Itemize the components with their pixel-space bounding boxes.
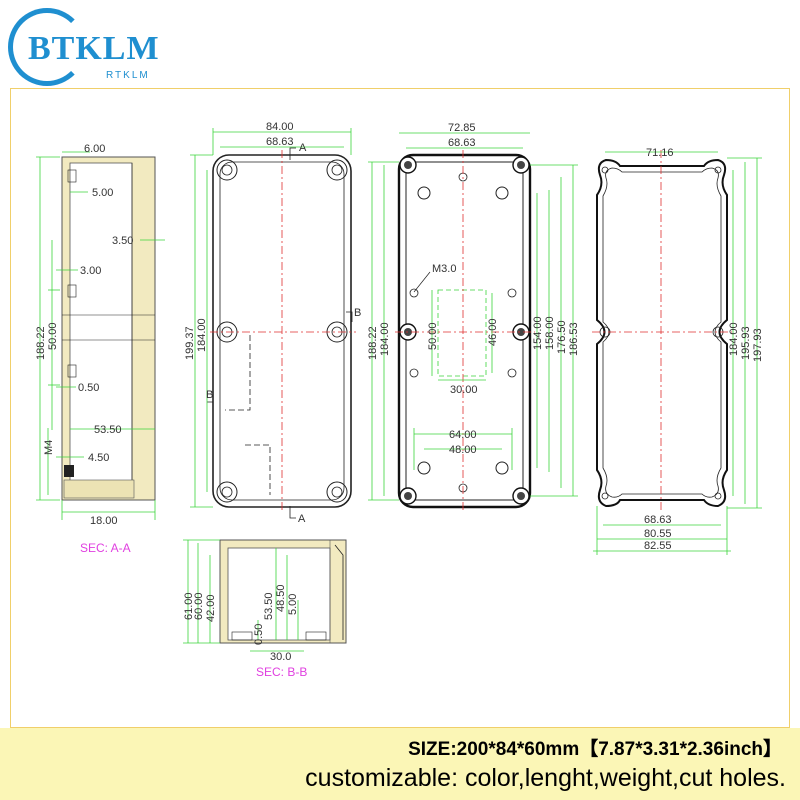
aa-dim-50: 50.00	[47, 322, 59, 350]
aa-dim-3-5: 3.50	[112, 235, 133, 247]
bb-dim-30: 30.0	[270, 651, 291, 663]
lid-dim-197-93: 197.93	[752, 328, 764, 362]
lid-dim-82-55: 82.55	[644, 540, 672, 552]
lid-dim-195-93: 195.93	[740, 326, 752, 360]
logo-subtitle: RTKLM	[106, 70, 150, 81]
aa-dim-3: 3.00	[80, 265, 101, 277]
inner-dim-158: 158.00	[544, 316, 556, 350]
bb-dim-61: 61.00	[183, 592, 195, 620]
bb-dim-60: 60.00	[193, 592, 205, 620]
aa-dim-5: 5.00	[92, 187, 113, 199]
top-cut-a-upper: A	[299, 142, 307, 154]
bb-dim-42: 42.00	[205, 594, 217, 622]
aa-dim-m4: M4	[43, 440, 55, 455]
bb-dim-53-5: 53.50	[263, 592, 275, 620]
top-view: 84.00 68.63 A A B B 199.37 184.00	[184, 121, 361, 525]
top-cut-b-left: B	[206, 389, 213, 401]
bb-dim-48-5: 48.50	[275, 584, 287, 612]
info-banner: SIZE:200*84*60mm【7.87*3.31*2.36inch】 cus…	[0, 728, 800, 800]
aa-dim-188-22: 188.22	[35, 326, 47, 360]
section-bb-view: 61.00 60.00 42.00 53.50 48.50 5.00 0.50 …	[183, 539, 347, 679]
inner-dim-48: 48.00	[449, 444, 477, 456]
top-dim-199-37: 199.37	[184, 326, 196, 360]
inner-dim-30: 30.00	[450, 384, 478, 396]
inner-dim-176-5: 176.50	[556, 320, 568, 354]
top-cut-a-lower: A	[298, 513, 306, 525]
lid-dim-184: 184.00	[728, 322, 740, 356]
inner-dim-50: 50.00	[427, 322, 439, 350]
drawing-frame	[10, 88, 790, 728]
inner-dim-186-53: 186.53	[568, 322, 580, 356]
inner-dim-154: 154.00	[532, 316, 544, 350]
top-dim-184: 184.00	[196, 318, 208, 352]
inner-dim-46: 46.00	[487, 318, 499, 346]
inner-dim-m3: M3.0	[432, 263, 456, 275]
size-text: SIZE:200*84*60mm【7.87*3.31*2.36inch】	[408, 739, 782, 760]
top-cut-b-right: B	[354, 307, 361, 319]
brand-logo: BTKLM RTKLM	[8, 8, 178, 88]
aa-dim-0-5: 0.50	[78, 382, 99, 394]
lid-view: 71.16 184.00 195.93 197.93 68.63 80.55 8…	[592, 147, 764, 555]
aa-dim-53-5: 53.50	[94, 424, 122, 436]
inner-dim-72-85: 72.85	[448, 122, 476, 134]
inner-dim-68-63: 68.63	[448, 137, 476, 149]
top-dim-68-63: 68.63	[266, 136, 294, 148]
bb-dim-0-5: 0.50	[253, 624, 265, 645]
inner-dim-188-22: 188.22	[367, 326, 379, 360]
lid-dim-68-63: 68.63	[644, 514, 672, 526]
aa-dim-4-5: 4.50	[88, 452, 109, 464]
inner-dim-184: 184.00	[379, 322, 391, 356]
section-bb-label: SEC: B-B	[256, 665, 307, 679]
section-aa-view: 6.00 5.00 3.50 3.00 188.22 50.00 0.50 53…	[35, 143, 165, 555]
lid-dim-71-16: 71.16	[646, 147, 674, 159]
logo-brand-text: BTKLM	[28, 30, 160, 67]
logo-ring	[8, 8, 86, 86]
inner-view: 72.85 68.63 188.22 184.00 M3.0 50.00 46.…	[367, 122, 580, 512]
aa-dim-6: 6.00	[84, 143, 105, 155]
inner-dim-64: 64.00	[449, 429, 477, 441]
customizable-text: customizable: color,lenght,weight,cut ho…	[305, 764, 786, 792]
lid-dim-80-55: 80.55	[644, 528, 672, 540]
aa-dim-18: 18.00	[90, 515, 118, 527]
technical-drawing: 6.00 5.00 3.50 3.00 188.22 50.00 0.50 53…	[35, 121, 764, 679]
top-dim-84: 84.00	[266, 121, 294, 133]
section-aa-label: SEC: A-A	[80, 541, 131, 555]
bb-dim-5: 5.00	[287, 594, 299, 615]
